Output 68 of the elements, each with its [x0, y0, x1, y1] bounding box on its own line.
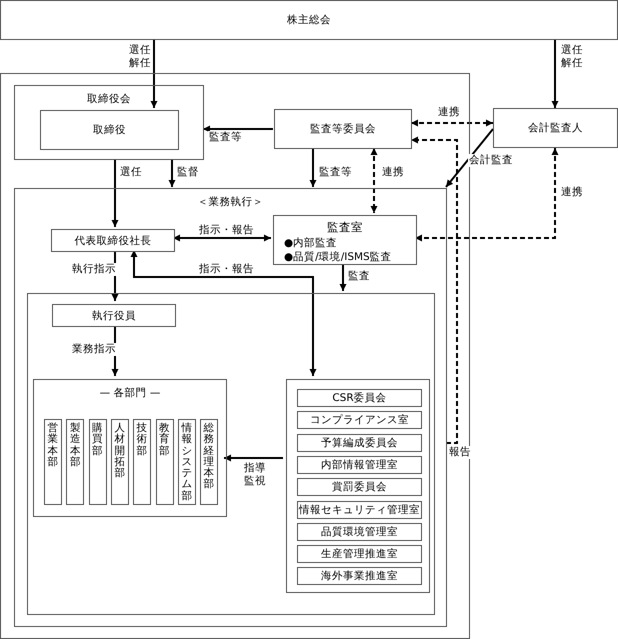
org-box: 取締役: [40, 110, 179, 150]
department-box: 情報システム部: [178, 419, 196, 505]
edge-label: 指示・報告: [198, 224, 255, 238]
edge-label: 監査等: [318, 166, 353, 180]
arrow: [112, 159, 118, 227]
group-heading: — 各部門 —: [98, 386, 162, 400]
department-box: 人材開拓部: [110, 419, 129, 505]
edge-label: 監査: [347, 270, 371, 284]
edge-label: 指示・報告: [198, 263, 255, 276]
org-box: 株主総会: [0, 0, 618, 40]
org-box: CSR委員会: [297, 389, 422, 407]
edge-label: 監督: [176, 166, 200, 180]
arrow: [130, 250, 316, 376]
bullet-item: ●内部監査: [284, 236, 338, 250]
arrow: [411, 120, 493, 126]
arrow: [224, 454, 283, 462]
arrow: [411, 136, 458, 444]
arrow: [203, 126, 273, 132]
department-box: 製造本部: [66, 419, 84, 505]
org-box: 情報セキュリティ管理室: [297, 500, 422, 518]
edge-label: 連携: [381, 166, 405, 180]
edge-label: 業務指示: [71, 343, 117, 356]
department-box: 教育部: [156, 419, 174, 505]
department-box: 営業本部: [44, 419, 62, 505]
edge-label: 連携: [560, 186, 584, 200]
edge-label: 選任解任: [128, 44, 152, 70]
department-box: 購買部: [88, 419, 107, 505]
org-box: コンプライアンス室: [297, 411, 422, 430]
edge-label: 監査等: [208, 131, 243, 144]
org-box: 内部情報管理室: [297, 456, 422, 474]
group-heading: ＜業務執行＞: [196, 195, 264, 209]
group-heading: 取締役会: [86, 92, 132, 106]
org-box: 監査等委員会: [274, 109, 412, 149]
group-frame: [27, 293, 435, 615]
arrow: [370, 148, 378, 213]
edge-label: 連携: [437, 106, 461, 120]
edge-label: 選任: [119, 166, 143, 180]
arrow: [150, 40, 158, 108]
edge-label: 執行指示: [71, 263, 117, 276]
arrow: [168, 159, 176, 187]
arrow: [445, 128, 494, 188]
group-frame: [14, 188, 447, 627]
org-box: 海外事業推進室: [297, 567, 422, 586]
edge-label: 報告: [448, 446, 472, 460]
org-box: 予算編成委員会: [297, 434, 422, 452]
group-frame: [0, 73, 470, 639]
edge-label: 会計監査: [468, 154, 514, 168]
org-box: 品質環境管理室: [297, 522, 422, 541]
org-box: 代表取締役社長: [51, 229, 175, 252]
arrow: [173, 234, 271, 242]
org-box: 賞罰委員会: [297, 478, 422, 496]
org-box: 会計監査人: [493, 108, 618, 148]
edge-label: 指導監視: [243, 462, 267, 488]
org-box: 執行役員: [52, 304, 176, 327]
arrow: [415, 148, 558, 242]
arrow: [310, 148, 316, 187]
bullet-item: ●品質/環境/ISMS監査: [284, 250, 392, 264]
group-frame: [14, 85, 204, 160]
arrow: [552, 40, 558, 108]
group-frame: [33, 379, 227, 517]
arrow: [340, 263, 346, 291]
edge-label: 選任解任: [560, 44, 584, 70]
org-box: [273, 215, 417, 265]
org-box: 生産管理推進室: [297, 545, 422, 564]
group-frame: [286, 379, 430, 593]
department-box: 技術部: [133, 419, 152, 505]
department-box: 総務経理本部: [200, 419, 218, 505]
box-title: 監査室: [326, 220, 364, 235]
